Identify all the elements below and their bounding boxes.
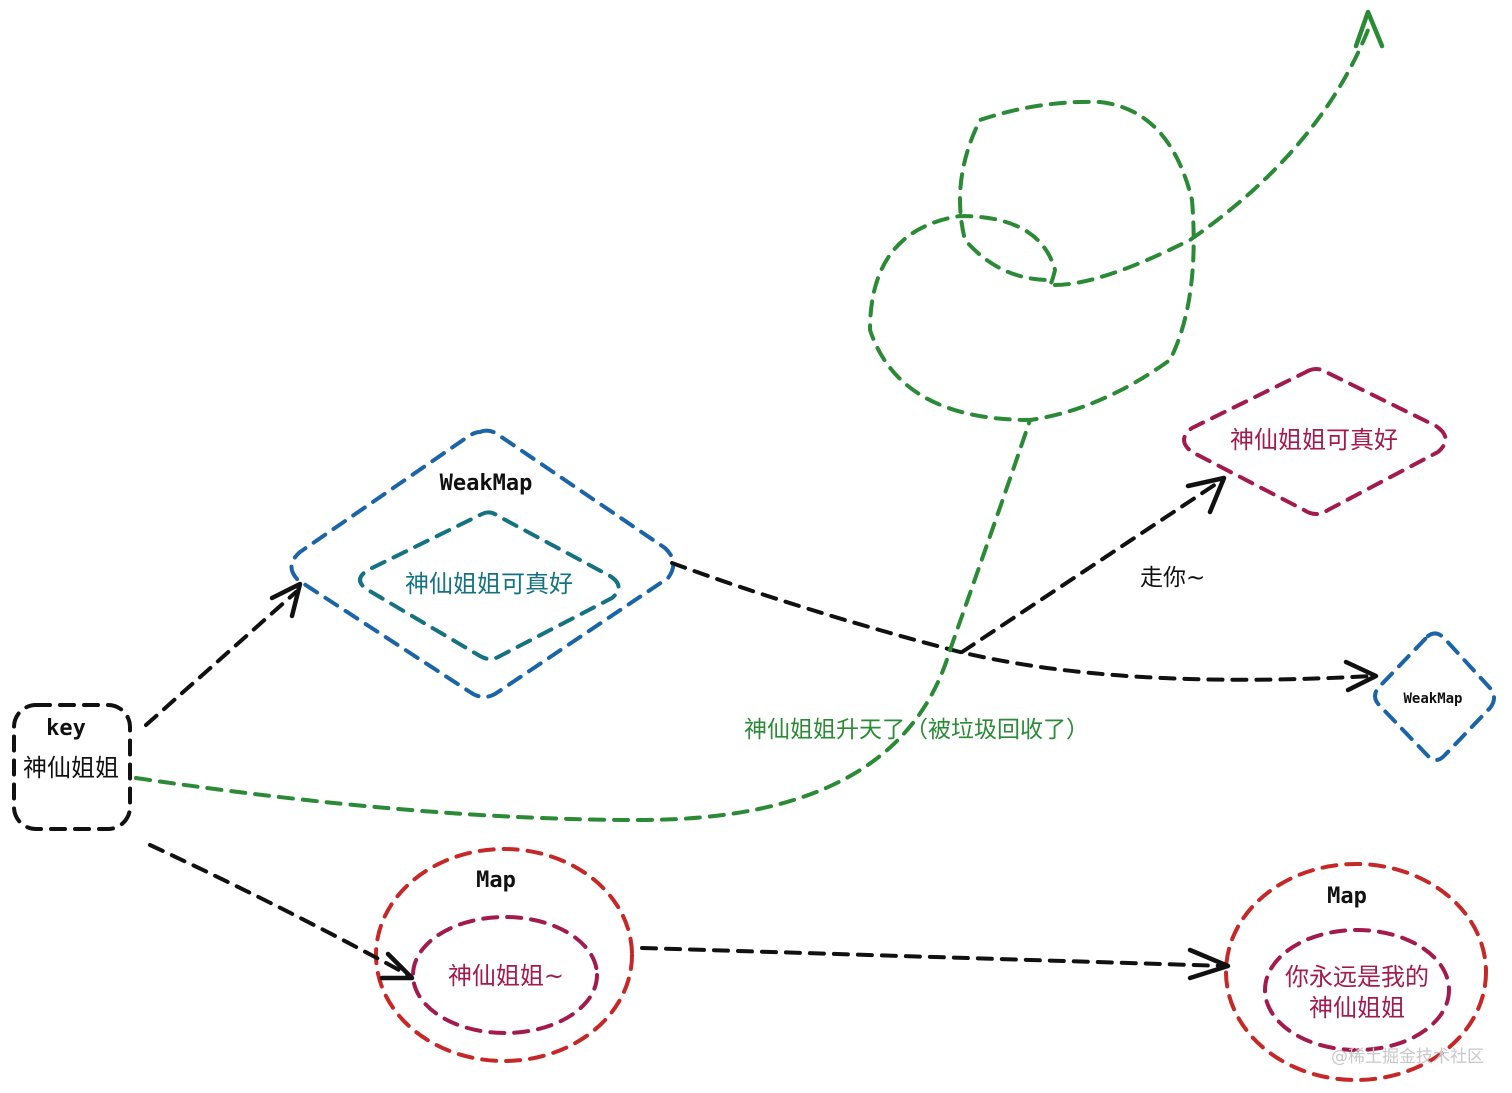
- arrow-weakmap-to-weakmap-small: [670, 561, 1379, 693]
- map2-inner-ellipse: [1263, 928, 1451, 1052]
- gone-value-node: 神仙姐姐可真好: [1182, 367, 1448, 516]
- map2-inner-line2: 神仙姐姐: [1309, 994, 1405, 1022]
- key-title: key: [46, 716, 86, 741]
- weakmap-inner-diamond: [358, 510, 621, 661]
- map1-node: Map 神仙姐姐~: [374, 847, 634, 1063]
- arrow-release-to-gone-value: [960, 475, 1227, 654]
- key-node: key 神仙姐姐: [12, 703, 132, 831]
- weakmap-small-diamond: [1373, 631, 1496, 762]
- gc-path: [134, 9, 1385, 822]
- map1-title: Map: [476, 868, 516, 893]
- gone-value-diamond: [1182, 367, 1448, 516]
- map2-title: Map: [1327, 884, 1367, 909]
- map1-inner-ellipse: [411, 915, 599, 1035]
- weakmap-title: WeakMap: [440, 471, 533, 496]
- weakmap-node: WeakMap 神仙姐姐可真好: [289, 428, 676, 699]
- gone-value-label: 神仙姐姐可真好: [1230, 426, 1398, 454]
- weakmap-small-node: WeakMap: [1373, 631, 1496, 762]
- arrow-key-to-weakmap: [144, 581, 303, 727]
- map1-outer-ellipse: [374, 847, 634, 1063]
- map2-outer-ellipse: [1224, 862, 1488, 1082]
- key-box: [12, 703, 132, 831]
- map2-inner-line1: 你永远是我的: [1285, 963, 1429, 991]
- weakmap-small-title: WeakMap: [1403, 691, 1462, 707]
- weakmap-inner-label: 神仙姐姐可真好: [405, 570, 573, 598]
- map1-inner-label: 神仙姐姐~: [448, 962, 564, 990]
- map2-node: Map 你永远是我的 神仙姐姐: [1224, 862, 1488, 1082]
- key-label: 神仙姐姐: [23, 754, 119, 782]
- gc-arrowhead: [1353, 9, 1385, 49]
- arrow-map1-to-map2: [640, 946, 1231, 981]
- gc-curve: [134, 28, 1370, 822]
- watermark: @稀土掘金技术社区: [1331, 1047, 1484, 1067]
- leave-annotation: 走你~: [1140, 565, 1205, 591]
- arrow-key-to-map1: [148, 843, 415, 981]
- gc-annotation: 神仙姐姐升天了（被垃圾回收了）: [744, 717, 1089, 743]
